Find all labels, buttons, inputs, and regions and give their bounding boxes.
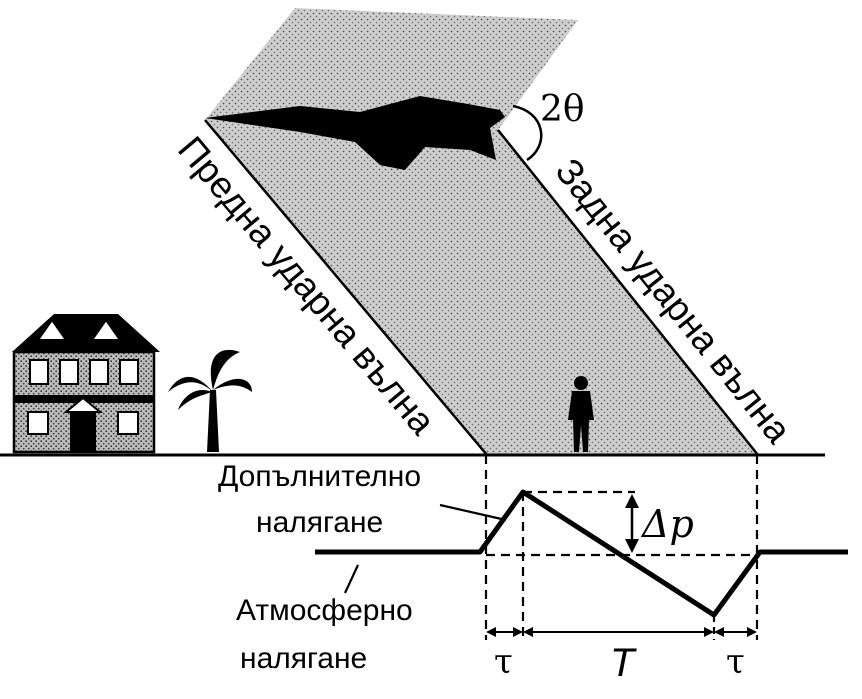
delta-p-arrowhead-bottom <box>625 539 639 553</box>
angle-arc <box>512 104 543 162</box>
overpressure-label-line1: Допълнително <box>218 460 422 493</box>
house-icon <box>12 314 160 454</box>
person-icon <box>568 376 594 452</box>
tau-right-arrow <box>714 627 757 637</box>
angle-label: 2θ <box>540 89 585 130</box>
delta-p-arrowhead-top <box>625 494 639 508</box>
aircraft-icon <box>205 96 505 170</box>
period-label: T <box>610 641 635 685</box>
tau-left-arrow <box>486 627 523 637</box>
rear-shock-line <box>497 129 759 456</box>
tau-right-label: τ <box>726 642 745 682</box>
atmospheric-leader <box>344 564 359 594</box>
atmospheric-label-line1: Атмосферно <box>236 594 413 627</box>
overpressure-leader <box>439 503 507 522</box>
overpressure-label-line2: налягане <box>256 506 384 539</box>
atmospheric-label-line2: налягане <box>240 642 368 675</box>
period-arrow <box>523 627 714 637</box>
tree-icon <box>168 349 252 452</box>
delta-p-label: Δp <box>642 502 694 546</box>
front-shock-line <box>204 119 488 456</box>
tau-left-label: τ <box>494 642 513 682</box>
n-wave-signature <box>315 489 848 618</box>
